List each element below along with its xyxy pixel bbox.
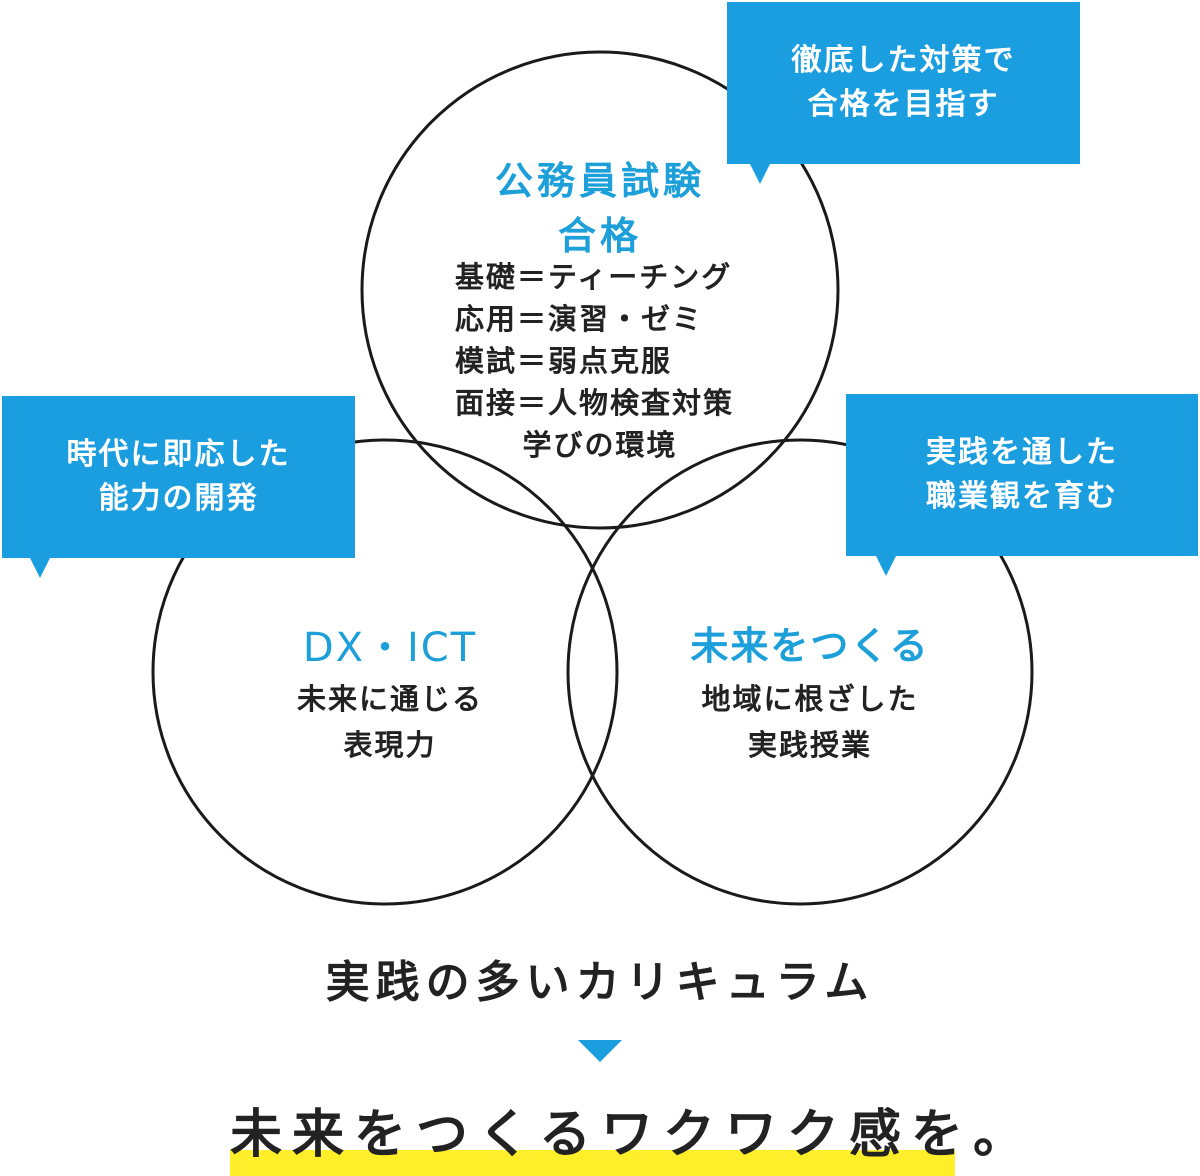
slogan-highlight <box>230 1150 955 1176</box>
bubble-career-line-2: 職業観を育む <box>926 479 1118 514</box>
bubble-exam-strategy: 徹底した対策で 合格を目指す <box>727 2 1080 184</box>
exam-line-interview: 面接＝人物検査対策 <box>455 386 735 420</box>
dx-title: DX・ICT <box>302 625 478 671</box>
exam-title-line2: 合格 <box>557 214 642 258</box>
curriculum-label: 実践の多いカリキュラム <box>325 957 875 1008</box>
slogan-block: 未来をつくるワクワク感を。 <box>230 1080 1035 1176</box>
circle-future <box>566 438 1034 906</box>
future-line-2: 実践授業 <box>747 728 872 762</box>
bubble-exam-line-2: 合格を目指す <box>807 87 1000 122</box>
down-arrow-icon <box>578 1040 622 1062</box>
bubble-dx-line-1: 時代に即応した <box>66 437 291 472</box>
future-title: 未来をつくる <box>690 624 930 668</box>
dx-line-2: 表現力 <box>343 728 437 762</box>
slogan: 未来をつくるワクワク感を。 <box>230 1105 1035 1165</box>
future-line-1: 地域に根ざした <box>701 682 919 716</box>
bubble-dx-ability: 時代に即応した 能力の開発 <box>2 396 355 578</box>
bubble-career-line-1: 実践を通した <box>926 435 1118 470</box>
bubble-exam-line-1: 徹底した対策で <box>791 43 1016 78</box>
exam-line-basic: 基礎＝ティーチング <box>455 260 733 294</box>
bubble-career-view: 実践を通した 職業観を育む <box>846 394 1198 576</box>
exam-line-applied: 応用＝演習・ゼミ <box>455 302 704 336</box>
circle-dx <box>151 438 619 906</box>
exam-line-mock: 模試＝弱点克服 <box>455 344 673 378</box>
bubble-dx-line-2: 能力の開発 <box>98 481 259 516</box>
exam-line-environment: 学びの環境 <box>522 428 678 462</box>
exam-title-line1: 公務員試験 <box>494 159 705 203</box>
circle-exam <box>360 50 840 530</box>
dx-line-1: 未来に通じる <box>296 682 483 716</box>
